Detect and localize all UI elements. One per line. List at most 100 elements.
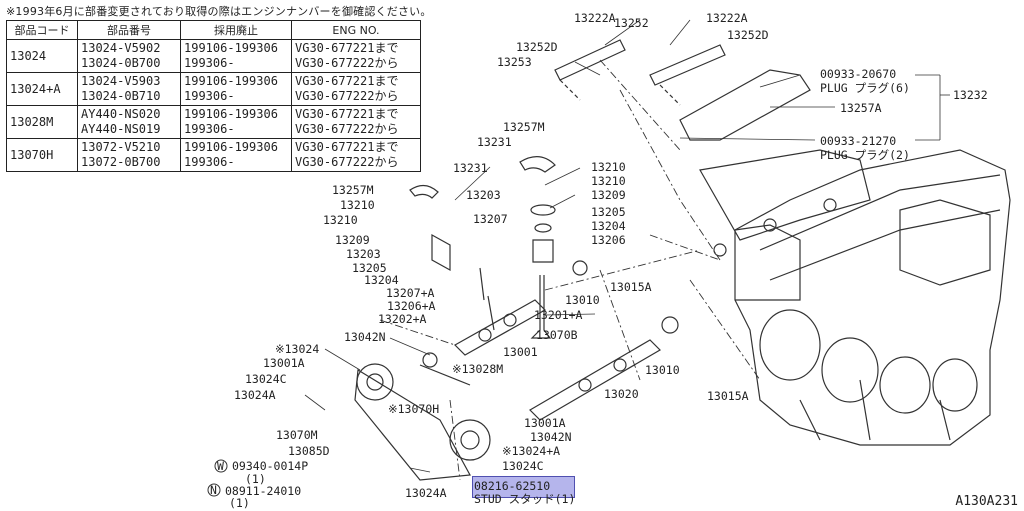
label-13001A[interactable]: 13001A: [263, 356, 305, 370]
label-13232[interactable]: 13232: [953, 88, 988, 102]
label-09340-0014P[interactable]: 09340-0014P: [232, 459, 308, 473]
eng-no: VG30-677222から: [295, 89, 399, 103]
label-13203[interactable]: 13203: [346, 247, 381, 261]
label-13252D[interactable]: 13252D: [727, 28, 769, 42]
circle-marker-icon: [207, 483, 221, 497]
solid-leaders: [304, 19, 950, 473]
label-13042N[interactable]: 13042N: [530, 430, 572, 444]
label-13024A[interactable]: 13024A: [234, 388, 276, 402]
label-13210[interactable]: 13210: [323, 213, 358, 227]
label-13204[interactable]: 13204: [591, 219, 626, 233]
label-13205[interactable]: 13205: [352, 261, 387, 275]
label-13209[interactable]: 13209: [335, 233, 370, 247]
label-13070H[interactable]: ※13070H: [388, 402, 439, 416]
label-13222A[interactable]: 13222A: [706, 11, 748, 25]
label-13024A[interactable]: 13024A: [405, 486, 447, 500]
label-13203[interactable]: 13203: [466, 188, 501, 202]
label-13024C[interactable]: 13024C: [245, 372, 287, 386]
period: 199106-199306: [184, 41, 278, 55]
period: 199106-199306: [184, 74, 278, 88]
label-13024-star[interactable]: ※13024: [275, 342, 319, 356]
label-13257A[interactable]: 13257A: [840, 101, 882, 115]
period: 199106-199306: [184, 140, 278, 154]
label-13042N[interactable]: 13042N: [344, 330, 386, 344]
part-number: 13024-V5902: [81, 41, 161, 55]
period: 199306-: [184, 89, 235, 103]
label-13024C[interactable]: 13024C: [502, 459, 544, 473]
row-code: 13070H: [6, 138, 78, 172]
label-stud: STUD スタッド(1): [474, 492, 575, 506]
label-13010[interactable]: 13010: [565, 293, 600, 307]
camshaft-drawing: [454, 260, 679, 421]
label-13253[interactable]: 13253: [497, 55, 532, 69]
eng-no: VG30-677221まで: [295, 107, 399, 121]
label-13202-A[interactable]: 13202+A: [378, 312, 427, 326]
period: 199306-: [184, 122, 235, 136]
table-header-row: 部品コード 部品番号 採用廃止 ENG NO.: [6, 20, 421, 40]
period: 199106-199306: [184, 107, 278, 121]
label-13028M[interactable]: ※13028M: [452, 362, 503, 376]
part-number: AY440-NS019: [81, 122, 161, 136]
label-13231[interactable]: 13231: [453, 161, 488, 175]
label-13015A[interactable]: 13015A: [707, 389, 749, 403]
rocker-shaft-drawing: [554, 39, 811, 141]
label-13206[interactable]: 13206: [591, 233, 626, 247]
label-13201-A[interactable]: 13201+A: [534, 308, 583, 322]
label-08911-qty: (1): [229, 496, 250, 510]
label-13207-A[interactable]: 13207+A: [386, 286, 435, 300]
label-08911-24010[interactable]: 08911-24010: [225, 484, 301, 498]
label-13010[interactable]: 13010: [645, 363, 680, 377]
period: 199306-: [184, 155, 235, 169]
label-13252D[interactable]: 13252D: [516, 40, 558, 54]
eng-no: VG30-677222から: [295, 155, 399, 169]
timing-belt-drawing: [354, 352, 491, 481]
label-13070B[interactable]: 13070B: [536, 328, 578, 342]
label-13210[interactable]: 13210: [340, 198, 375, 212]
label-13257M[interactable]: 13257M: [332, 183, 374, 197]
label-13070M[interactable]: 13070M: [276, 428, 318, 442]
valve-stack-drawing: [409, 156, 556, 339]
label-13206-A[interactable]: 13206+A: [387, 299, 436, 313]
label-13204[interactable]: 13204: [364, 273, 399, 287]
engine-block-drawing: [699, 149, 1011, 446]
part-number: AY440-NS020: [81, 107, 161, 121]
label-13210[interactable]: 13210: [591, 174, 626, 188]
label-08216-62510[interactable]: 08216-62510: [474, 479, 550, 493]
label-13257M[interactable]: 13257M: [503, 120, 545, 134]
label-13205[interactable]: 13205: [591, 205, 626, 219]
label-13209[interactable]: 13209: [591, 188, 626, 202]
label-13001[interactable]: 13001: [503, 345, 538, 359]
label-00933-20670[interactable]: 00933-20670: [820, 67, 896, 81]
label-13252[interactable]: 13252: [614, 16, 649, 30]
label-13020[interactable]: 13020: [604, 387, 639, 401]
marker-w: W: [217, 459, 224, 473]
label-00933-21270[interactable]: 00933-21270: [820, 134, 896, 148]
highlighted-part-box[interactable]: [472, 476, 575, 498]
label-13222A[interactable]: 13222A: [574, 11, 616, 25]
label-13207[interactable]: 13207: [473, 212, 508, 226]
eng-no: VG30-677221まで: [295, 41, 399, 55]
label-09340-qty: (1): [245, 472, 266, 486]
label-13210[interactable]: 13210: [591, 160, 626, 174]
label-13085D[interactable]: 13085D: [288, 444, 330, 458]
circle-marker-icon: [214, 459, 228, 473]
label-13231[interactable]: 13231: [477, 135, 512, 149]
diagram-code: A130A231: [955, 494, 1018, 509]
label-plug-6: PLUG プラグ(6): [820, 81, 910, 95]
label-13001A[interactable]: 13001A: [524, 416, 566, 430]
label-13015A[interactable]: 13015A: [610, 280, 652, 294]
label-13024-A-star[interactable]: ※13024+A: [502, 444, 560, 458]
